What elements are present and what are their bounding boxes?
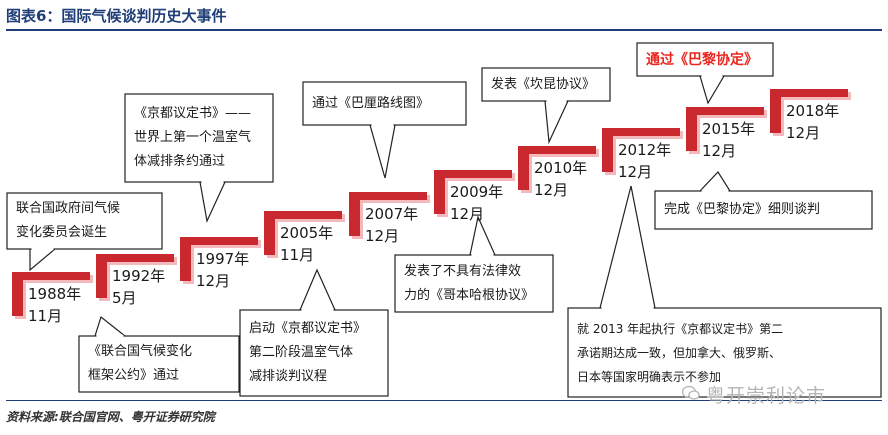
title-divider (6, 29, 882, 31)
figure-title: 图表6：国际气候谈判历史大事件 (6, 7, 227, 25)
callout-pointer (94, 315, 127, 337)
event-line: 联合国政府间气候 (16, 201, 121, 216)
callout-box (481, 67, 611, 102)
timeline-step (770, 89, 848, 133)
callout-box (6, 192, 163, 250)
callout-box (239, 309, 389, 397)
event-line: 变化委员会诞生 (16, 225, 108, 240)
event-line: 完成《巴黎协定》细则谈判 (664, 202, 821, 217)
callout-pointer (699, 75, 726, 105)
event-description: 完成《巴黎协定》细则谈判 (664, 198, 820, 222)
watermark-text: 粤开崇利论市 (706, 385, 827, 407)
timeline-step (12, 272, 90, 316)
timeline-month: 12月 (534, 181, 569, 199)
timeline-year: 2005年 (280, 224, 334, 242)
callout-pointer (599, 185, 656, 309)
timeline-step (602, 128, 680, 172)
timeline-year: 2012年 (618, 141, 672, 159)
callout-pointer (299, 268, 336, 311)
event-line: 日本等国家明确表示不参加 (577, 369, 722, 384)
timeline-year: 1997年 (196, 250, 250, 268)
timeline-year: 2007年 (365, 205, 419, 223)
timeline-step (96, 254, 174, 298)
timeline-month: 12月 (702, 142, 737, 160)
event-line: 减排谈判议程 (249, 369, 328, 384)
callout-pointer (29, 248, 57, 272)
timeline-year: 2010年 (534, 159, 588, 177)
event-line: 体减排条约通过 (134, 154, 226, 169)
callout-box (567, 307, 882, 398)
event-description: 通过《巴厘路线图》 (312, 92, 429, 116)
event-line: 发表了不具有法律效 (404, 263, 522, 279)
event-description: 发表《坎昆协议》 (491, 73, 595, 97)
event-line: 发表《坎昆协议》 (491, 76, 596, 92)
event-line: 承诺期达成一致，但加拿大、俄罗斯、 (577, 345, 782, 360)
callout-pointer (199, 181, 226, 223)
event-line: 世界上第一个温室气 (134, 130, 252, 145)
timeline-step (518, 146, 596, 190)
timeline-month: 11月 (280, 246, 315, 264)
event-description: 《联合国气候变化框架公约》通过 (88, 340, 192, 388)
timeline-year: 1992年 (112, 267, 166, 285)
event-line: 就 2013 年起执行《京都议定书》第二 (577, 321, 784, 336)
timeline-month: 12月 (618, 163, 653, 181)
callout-pointer (698, 171, 732, 192)
event-description: 《京都议定书》—— 世界上第一个温室气体减排条约通过 (134, 102, 251, 174)
event-description: 通过《巴黎协定》 (646, 48, 758, 72)
event-line: 《联合国气候变化 (88, 344, 193, 359)
chat-bubble-icon (682, 385, 700, 400)
timeline-year: 1988年 (28, 285, 82, 303)
timeline-step (180, 237, 258, 281)
event-description: 启动《京都议定书》第二阶段温室气体减排谈判议程 (249, 317, 366, 389)
timeline-month: 12月 (786, 124, 821, 142)
event-line: 力的《哥本哈根协议》 (404, 287, 535, 303)
timeline-month: 12月 (196, 272, 231, 290)
event-description: 发表了不具有法律效力的《哥本哈根协议》 (404, 260, 534, 308)
event-line: 框架公约》通过 (88, 368, 180, 383)
callout-box (394, 254, 554, 313)
timeline-year: 2009年 (450, 183, 504, 201)
callout-box (124, 93, 274, 183)
timeline-month: 12月 (450, 205, 485, 223)
callout-pointer (544, 100, 569, 145)
event-line: 通过《巴黎协定》 (646, 51, 758, 68)
event-line: 第二阶段温室气体 (249, 345, 354, 360)
timeline-month: 12月 (365, 227, 400, 245)
timeline-step (349, 192, 427, 236)
footer-divider (6, 400, 882, 401)
callout-pointer (369, 124, 396, 179)
timeline-step (264, 211, 342, 255)
timeline-step (434, 170, 512, 214)
timeline-year: 2015年 (702, 120, 756, 138)
callout-box (78, 335, 240, 393)
timeline-month: 11月 (28, 307, 63, 325)
source-note: 资料来源:联合国官网、粤开证券研究院 (6, 410, 215, 424)
timeline-year: 2018年 (786, 102, 840, 120)
event-description: 联合国政府间气候变化委员会诞生 (16, 197, 120, 245)
callout-box (654, 190, 873, 230)
event-line: 通过《巴厘路线图》 (312, 95, 430, 111)
callout-box (302, 81, 467, 126)
event-line: 启动《京都议定书》 (249, 321, 367, 336)
event-line: 《京都议定书》—— (134, 106, 252, 121)
timeline-month: 5月 (112, 289, 137, 307)
event-description: 就 2013 年起执行《京都议定书》第二承诺期达成一致，但加拿大、俄罗斯、日本等… (577, 317, 783, 389)
timeline-step (686, 107, 764, 151)
